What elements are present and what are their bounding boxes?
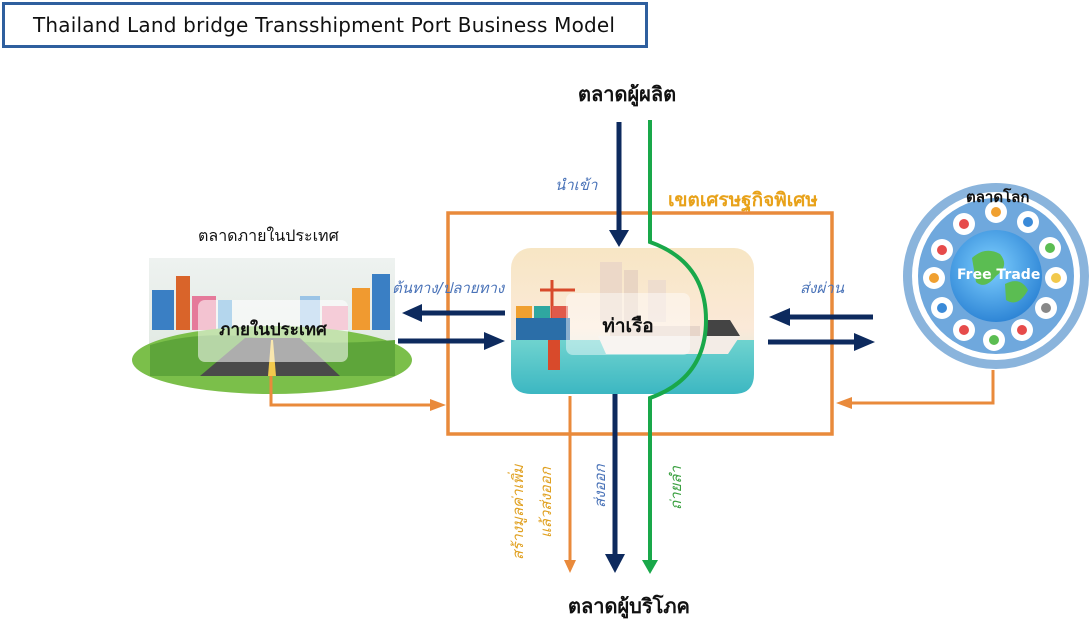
- transship-line: [648, 120, 709, 562]
- consumer-market-label: ตลาดผู้บริโภค: [568, 594, 690, 618]
- page-title: Thailand Land bridge Transshipment Port …: [33, 13, 616, 37]
- import-label: นำเข้า: [555, 176, 598, 194]
- producer-market-label: ตลาดผู้ผลิต: [578, 82, 677, 106]
- transship-arrowhead: [642, 560, 658, 574]
- value-add-label-line1: สร้างมูลค่าเพิ่ม: [509, 464, 527, 560]
- sez-label: เขตเศรษฐกิจพิเศษ: [668, 189, 818, 211]
- port-tile-label: ท่าเรือ: [602, 315, 654, 337]
- world-market-label: ตลาดโลก: [966, 188, 1030, 206]
- free-trade-label: Free Trade: [957, 267, 1041, 283]
- domestic-tile-label: ภายในประเทศ: [219, 320, 327, 340]
- transship-label: ถ่ายลำ: [667, 466, 685, 510]
- globe-icon: [903, 183, 1089, 369]
- port-image: [511, 248, 754, 394]
- trade-icons-ring: [923, 201, 1067, 351]
- domestic-market-label: ตลาดภายในประเทศ: [198, 226, 339, 245]
- domestic-label-panel: [198, 300, 348, 362]
- export-label: ส่งออก: [591, 464, 609, 508]
- port-label-panel: [566, 293, 690, 355]
- value-add-label-line2: แล้วส่งออก: [537, 467, 555, 538]
- transit-label: ส่งผ่าน: [800, 279, 844, 297]
- world-to-sez-arrow: [850, 370, 995, 405]
- title-box: Thailand Land bridge Transshipment Port …: [2, 2, 648, 48]
- domestic-to-sez-arrow: [269, 376, 432, 407]
- special-economic-zone-box: [446, 211, 834, 436]
- origin-destination-label: ต้นทาง/ปลายทาง: [392, 279, 505, 297]
